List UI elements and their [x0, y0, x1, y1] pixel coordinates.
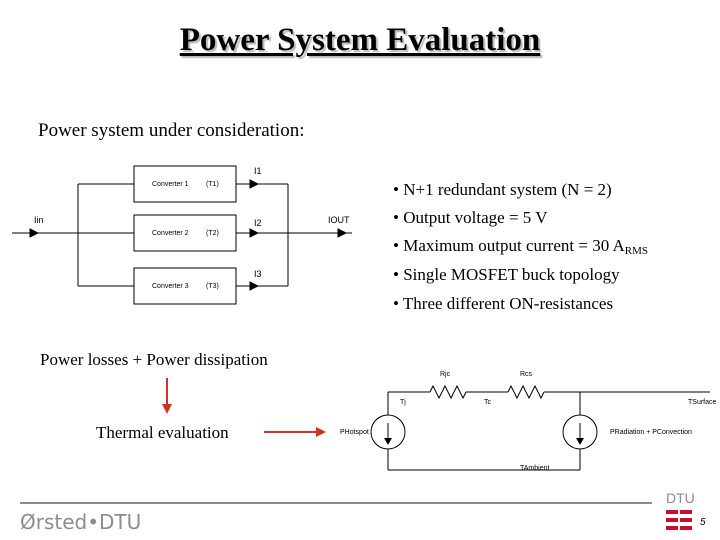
- converter-label-2: Converter 2: [152, 230, 189, 237]
- converter-box-1: [133, 165, 237, 203]
- tsurface-label: TSurface: [688, 399, 717, 406]
- converter-label-1: Converter 1: [152, 181, 189, 188]
- thermal-label: Thermal evaluation: [96, 423, 229, 442]
- thermal-circuit: [370, 384, 710, 471]
- losses-label: Power losses + Power dissipation: [40, 350, 268, 369]
- flow-arrows: [162, 378, 326, 437]
- current-in: Iin: [34, 215, 44, 225]
- current-out: IOUT: [328, 215, 350, 225]
- r2-label: Rcs: [520, 371, 533, 378]
- r1-label: Rjc: [440, 371, 451, 378]
- p-hotspot-label: PHotspot: [340, 429, 369, 436]
- intro-text: Power system under consideration:: [38, 120, 305, 141]
- bullet-1: • N+1 redundant system (N = 2): [393, 180, 612, 199]
- bullet-2: • Output voltage = 5 V: [393, 208, 548, 227]
- converter-label-3: Converter 3: [152, 283, 189, 290]
- bullet-3-subscript: RMS: [624, 245, 649, 257]
- bullet-3: • Maximum output current = 30 ARMS: [393, 236, 648, 257]
- tc-label: Tc: [484, 399, 492, 406]
- current-i2: I2: [254, 218, 262, 228]
- page-number: 5: [700, 517, 706, 528]
- tj-label: Tj: [400, 399, 406, 406]
- bullet-4: • Single MOSFET buck topology: [393, 265, 620, 284]
- converter-temp-1: (T1): [206, 181, 219, 188]
- p-rad-conv-label: PRadiation + PConvection: [610, 429, 692, 436]
- bullet-5: • Three different ON-resistances: [393, 294, 614, 313]
- tambient-label: TAmbient: [520, 465, 549, 472]
- converter-temp-3: (T3): [206, 283, 219, 290]
- dtu-mark-text: DTU: [666, 490, 695, 506]
- converter-box-3: [133, 267, 237, 305]
- dtu-mark-icon: [666, 510, 692, 530]
- slide-title: Power System Evaluation: [179, 22, 541, 58]
- converter-temp-2: (T2): [206, 230, 219, 237]
- bullet-3-text: • Maximum output current = 30 A: [393, 236, 625, 255]
- current-i3: I3: [254, 269, 262, 279]
- converter-box-2: [133, 214, 237, 252]
- orsted-dtu-logo: Ørsted•DTU: [20, 510, 142, 534]
- current-i1: I1: [254, 166, 262, 176]
